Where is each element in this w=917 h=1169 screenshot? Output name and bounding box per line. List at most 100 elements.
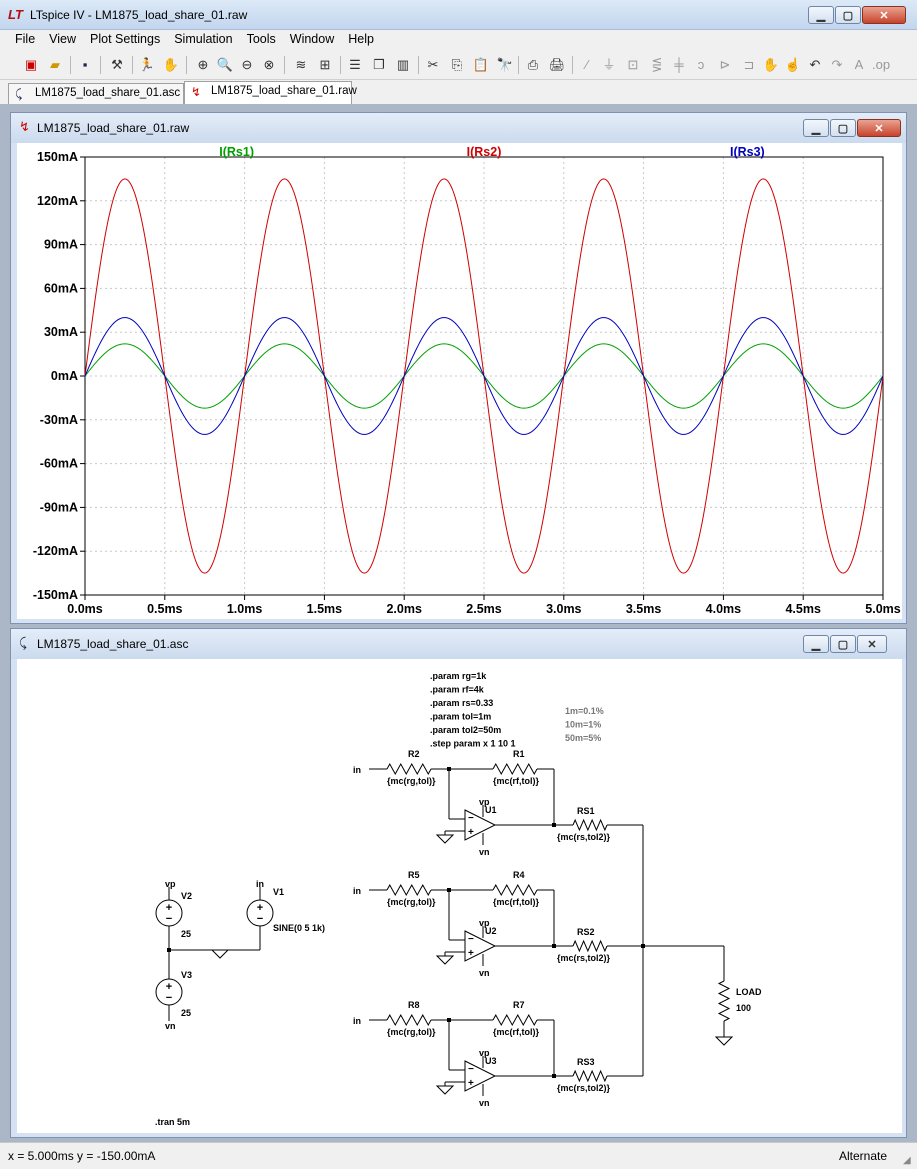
zoom-out-icon[interactable]: ⊖: [241, 57, 253, 72]
component-value: {mc(rg,tol)}: [387, 776, 436, 786]
plot-settings-icon[interactable]: ⊞: [319, 57, 331, 72]
y-tick-label: 30mA: [44, 325, 78, 339]
schematic-close-button[interactable]: ✕: [857, 635, 887, 653]
component-ref: U3: [485, 1056, 497, 1066]
component-value: SINE(0 5 1k): [273, 923, 325, 933]
x-tick-label: 2.5ms: [466, 602, 501, 616]
schematic-window-title-bar: ⤹ LM1875_load_share_01.asc ▁ ▢ ✕: [11, 629, 906, 659]
menu-file[interactable]: File: [15, 32, 36, 46]
net-label-vp: vp: [479, 1048, 490, 1058]
text-icon[interactable]: A: [854, 57, 864, 72]
redo-icon[interactable]: ↷: [831, 57, 843, 72]
opamp-U1: [464, 809, 497, 841]
opamp-U2: [464, 930, 497, 962]
zoom-area-icon[interactable]: 🔍: [216, 57, 234, 72]
control-panel-icon[interactable]: ⚒: [111, 57, 123, 72]
schematic-maximize-button[interactable]: ▢: [830, 635, 856, 653]
plot-minimize-button[interactable]: ▁: [803, 119, 829, 137]
print-setup-icon[interactable]: ⎙: [527, 57, 539, 72]
tab-waveform-label: LM1875_load_share_01.raw: [211, 85, 357, 97]
close-button[interactable]: ✕: [862, 6, 906, 24]
net-label-vn: vn: [479, 847, 490, 857]
x-tick-label: 3.5ms: [626, 602, 661, 616]
zoom-in-icon[interactable]: ⊕: [197, 57, 209, 72]
ground-symbol: [210, 949, 230, 959]
ground-symbol: [435, 834, 455, 844]
zoom-fit-icon[interactable]: ⊗: [263, 57, 275, 72]
net-label-vn: vn: [479, 1098, 490, 1108]
x-tick-label: 3.0ms: [546, 602, 581, 616]
maximize-button[interactable]: ▢: [835, 6, 861, 24]
cut-icon[interactable]: ✂: [427, 57, 439, 72]
spice-directive-icon[interactable]: .op: [872, 57, 891, 72]
menu-plot-settings[interactable]: Plot Settings: [90, 32, 161, 46]
component-ref: R4: [513, 870, 525, 880]
menu-simulation[interactable]: Simulation: [174, 32, 233, 46]
paste-icon[interactable]: 📋: [472, 57, 490, 72]
print-icon[interactable]: 🖨: [548, 57, 566, 72]
resistor-R2: [386, 762, 432, 776]
tile-vertical-icon[interactable]: ▥: [396, 57, 410, 72]
component-ref: V1: [273, 887, 284, 897]
component-ref: U1: [485, 805, 497, 815]
component-value: {mc(rg,tol)}: [387, 1027, 436, 1037]
component-value: {mc(rf,tol)}: [493, 776, 539, 786]
component-ref: RS1: [577, 806, 595, 816]
diode-icon[interactable]: ⊳: [719, 57, 731, 72]
capacitor-icon[interactable]: ╪: [674, 57, 684, 72]
source-plus: +: [166, 902, 172, 914]
save-icon[interactable]: ▪: [82, 57, 88, 72]
tile-horizontal-icon[interactable]: ☰: [349, 57, 361, 72]
minimize-button[interactable]: ▁: [808, 6, 834, 24]
run-icon[interactable]: 🏃: [138, 57, 156, 72]
plot-maximize-button[interactable]: ▢: [830, 119, 856, 137]
ground-icon[interactable]: ⏚: [602, 57, 616, 72]
net-label-vp: vp: [479, 918, 490, 928]
menu-view[interactable]: View: [49, 32, 77, 46]
move-icon[interactable]: ✋: [762, 57, 780, 72]
opamp-minus: −: [468, 934, 474, 945]
autorange-icon[interactable]: ≋: [295, 57, 307, 72]
wire-icon[interactable]: ∕: [585, 57, 589, 72]
find-icon[interactable]: 🔭: [496, 57, 514, 72]
net-label-in: in: [256, 879, 264, 889]
new-schematic-icon[interactable]: ▣: [24, 57, 38, 72]
halt-icon[interactable]: ✋: [162, 57, 180, 72]
component-ref: R8: [408, 1000, 420, 1010]
tab-schematic[interactable]: ⤹ LM1875_load_share_01.asc: [8, 83, 184, 104]
copy-icon[interactable]: ⎘: [451, 57, 463, 72]
legend-label: I(Rs3): [730, 145, 765, 159]
component-value: {mc(rf,tol)}: [493, 897, 539, 907]
component-value: {mc(rf,tol)}: [493, 1027, 539, 1037]
open-icon[interactable]: ▰: [50, 57, 60, 72]
component-icon[interactable]: ⊐: [743, 57, 755, 72]
y-tick-label: -60mA: [40, 457, 78, 471]
opamp-plus: +: [468, 1078, 474, 1089]
tab-waveform[interactable]: ↯ LM1875_load_share_01.raw: [184, 81, 357, 104]
inductor-icon[interactable]: ↄ: [697, 57, 705, 72]
label-net-icon[interactable]: ⊡: [627, 57, 639, 72]
resistor-R4: [492, 883, 538, 897]
y-tick-label: 60mA: [44, 281, 78, 295]
plot-close-button[interactable]: ✕: [857, 119, 901, 137]
source-minus: −: [166, 992, 172, 1004]
cascade-icon[interactable]: ❐: [373, 57, 385, 72]
y-tick-label: -90mA: [40, 500, 78, 514]
x-tick-label: 0.0ms: [67, 602, 102, 616]
schematic-minimize-button[interactable]: ▁: [803, 635, 829, 653]
resistor-icon[interactable]: ⋚: [651, 57, 663, 72]
menu-window[interactable]: Window: [289, 32, 335, 46]
y-tick-label: -30mA: [40, 413, 78, 427]
resize-grip-icon[interactable]: ◢: [903, 1155, 911, 1166]
undo-icon[interactable]: ↶: [809, 57, 821, 72]
cursor-readout: x = 5.000ms y = -150.00mA: [8, 1149, 156, 1163]
resistor-RS1: [572, 818, 608, 832]
menu-tools[interactable]: Tools: [246, 32, 276, 46]
schematic-canvas[interactable]: .param rg=1k.param rf=4k.param rs=0.33.p…: [17, 659, 902, 1133]
drag-icon[interactable]: ☝: [784, 57, 802, 72]
tran-directive: .tran 5m: [155, 1117, 190, 1127]
menu-help[interactable]: Help: [348, 32, 374, 46]
waveform-icon: ↯: [191, 85, 202, 99]
